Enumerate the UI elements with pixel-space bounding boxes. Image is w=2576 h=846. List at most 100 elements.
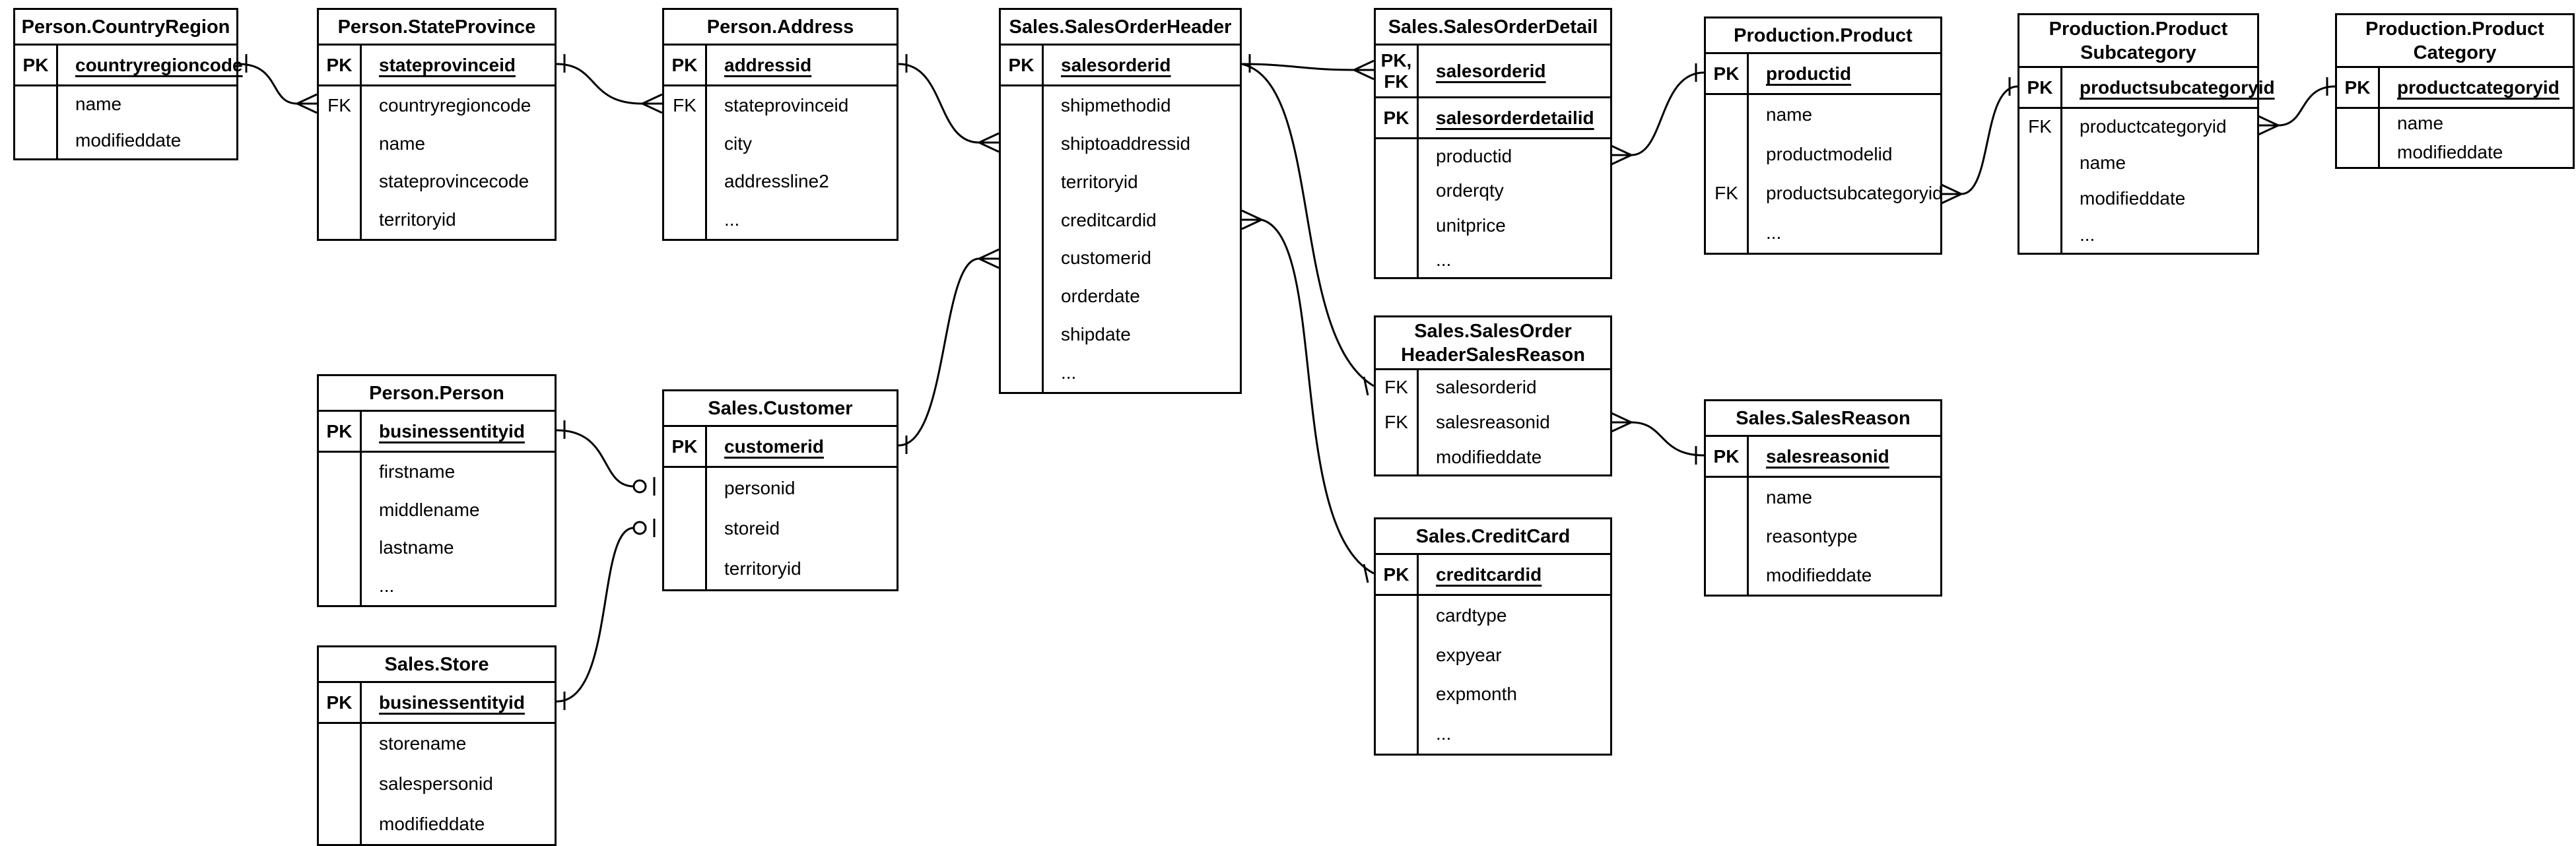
key-label: [1001, 86, 1044, 125]
field-name: firstname: [379, 461, 456, 482]
field-row: modifieddate: [2019, 181, 2257, 217]
field-row: orderdate: [1001, 277, 1240, 316]
field-row: storename: [319, 724, 555, 764]
entity-title: Sales.SalesOrderDetail: [1376, 10, 1610, 46]
key-label: [15, 86, 58, 123]
field-name: countryregioncode: [75, 54, 243, 75]
field-name: salesreasonid: [1766, 445, 1889, 467]
key-label: PK: [319, 412, 362, 451]
field-name: businessentityid: [379, 420, 525, 441]
key-label: [319, 124, 362, 163]
field-name: modifieddate: [75, 129, 182, 150]
field-row: lastname: [319, 529, 555, 568]
field-row: name: [2337, 109, 2573, 138]
key-label: [1706, 478, 1749, 517]
key-field-row: PK countryregioncode: [15, 46, 243, 86]
field-name: ...: [379, 575, 395, 597]
key-label: [1376, 596, 1419, 635]
key-label: [1376, 674, 1419, 715]
key-field-row: PK addressid: [664, 46, 897, 86]
key-label: [664, 162, 707, 201]
entity-title: Person.Person: [319, 376, 555, 412]
key-label: PK: [664, 46, 707, 84]
field-name: cardtype: [1436, 604, 1507, 626]
field-name: productcategoryid: [2080, 116, 2227, 137]
key-label: FK: [1706, 174, 1749, 214]
rel-person-customer: [556, 420, 656, 496]
field-row: territoryid: [319, 201, 555, 239]
field-name: creditcardid: [1436, 564, 1542, 585]
field-row: shipmethodid: [1001, 86, 1240, 125]
key-label: PK: [15, 46, 58, 84]
field-name: storename: [379, 733, 467, 754]
field-row: ...: [2019, 216, 2257, 253]
field-name: addressline2: [724, 171, 829, 192]
key-label: [664, 468, 707, 509]
field-row: shiptoaddressid: [1001, 124, 1240, 163]
entity-title: Sales.CreditCard: [1376, 519, 1610, 555]
field-name: ...: [1766, 222, 1782, 244]
key-label: [1376, 635, 1419, 675]
entity-title: Sales.Store: [319, 647, 555, 683]
key-label: PK, FK: [1376, 46, 1419, 96]
field-name: customerid: [1061, 247, 1151, 269]
field-name: stateprovinceid: [724, 94, 849, 115]
field-name: expyear: [1436, 644, 1502, 665]
key-label: [1376, 139, 1419, 174]
field-name: ...: [1436, 249, 1452, 270]
field-name: name: [75, 94, 122, 115]
key-label: [2019, 145, 2062, 181]
key-label: PK: [1706, 437, 1749, 476]
field-name: lastname: [379, 537, 454, 558]
field-row: productmodelid: [1706, 134, 1940, 174]
field-name: expmonth: [1436, 684, 1517, 705]
field-name: productid: [1766, 63, 1852, 84]
entity-title: Production.Product: [1706, 18, 1940, 54]
field-row: addressline2: [664, 162, 897, 201]
field-name: salesreasonid: [1436, 412, 1550, 432]
field-name: productsubcategoryid: [1766, 183, 1943, 204]
entity-title: Person.CountryRegion: [15, 10, 236, 46]
field-name: salesorderid: [1436, 60, 1546, 81]
key-field-row: PK, FK salesorderid: [1376, 46, 1610, 98]
key-label: PK: [319, 683, 362, 722]
field-name: salespersonid: [379, 773, 493, 794]
field-row: ...: [1376, 714, 1610, 754]
entity-title: Sales.SalesOrderHeader: [1001, 10, 1240, 46]
entity-title: Person.Address: [664, 10, 897, 46]
field-name: countryregioncode: [379, 94, 531, 115]
field-name: salesorderid: [1436, 377, 1537, 398]
field-row: territoryid: [664, 548, 897, 589]
key-label: [1001, 239, 1044, 278]
field-name: customerid: [724, 436, 824, 457]
key-label: [1001, 277, 1044, 316]
key-label: FK: [319, 86, 362, 125]
field-row: reasontype: [1706, 517, 1940, 556]
field-name: stateprovinceid: [379, 54, 516, 75]
rel-headersalesreason-salesreason: [1611, 412, 1705, 465]
field-row: expmonth: [1376, 674, 1610, 715]
key-label: PK: [1706, 54, 1749, 93]
field-name: addressid: [724, 54, 812, 75]
key-label: [319, 804, 362, 845]
field-row: salespersonid: [319, 764, 555, 804]
field-row: personid: [664, 468, 897, 509]
key-label: [664, 201, 707, 239]
key-label: PK: [2019, 68, 2062, 107]
key-label: [319, 162, 362, 201]
